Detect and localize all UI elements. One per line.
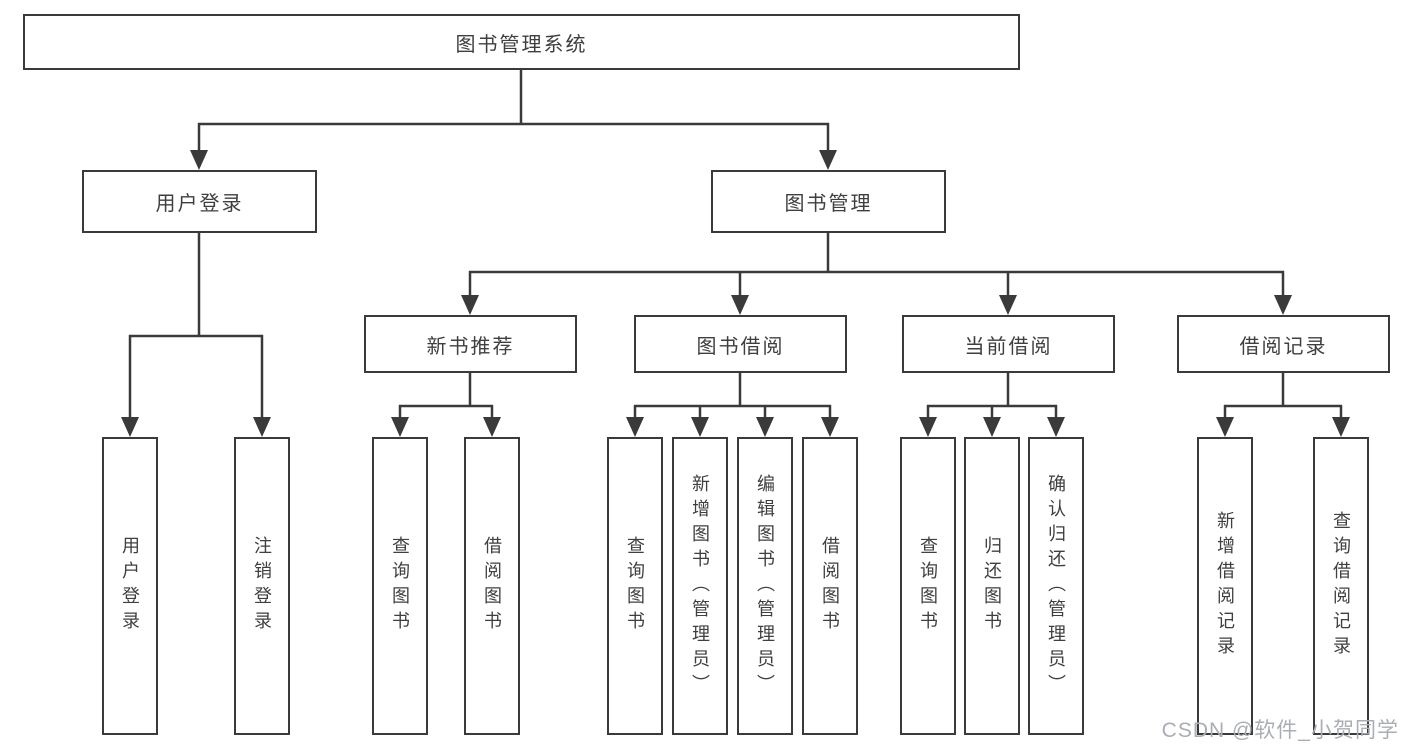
- node-label: 编辑图书（管理员）: [755, 473, 775, 699]
- node-user-login: 用户登录: [82, 170, 317, 233]
- node-current-borrowing: 当前借阅: [902, 315, 1115, 373]
- node-label: 查询借阅记录: [1331, 511, 1351, 661]
- node-label: 查询图书: [918, 536, 938, 636]
- node-label: 借阅记录: [1239, 335, 1328, 358]
- leaf-return-book: 归还图书: [964, 437, 1020, 735]
- leaf-logout: 注销登录: [234, 437, 290, 735]
- node-borrowing-records: 借阅记录: [1177, 315, 1390, 373]
- leaf-borrow-books: 借阅图书: [802, 437, 858, 735]
- leaf-edit-book-admin: 编辑图书（管理员）: [737, 437, 793, 735]
- leaf-query-books-recommend: 查询图书: [372, 437, 428, 735]
- leaf-add-borrow-record: 新增借阅记录: [1197, 437, 1253, 735]
- node-label: 图书借阅: [696, 335, 785, 358]
- leaf-confirm-return-admin: 确认归还（管理员）: [1028, 437, 1084, 735]
- node-label: 借阅图书: [482, 536, 502, 636]
- node-label: 归还图书: [982, 536, 1002, 636]
- leaf-add-book-admin: 新增图书（管理员）: [672, 437, 728, 735]
- node-label: 图书管理: [784, 193, 873, 215]
- node-label: 用户登录: [120, 536, 140, 636]
- node-label: 查询图书: [390, 536, 410, 636]
- csdn-watermark: CSDN @软件_小贺同学: [1161, 719, 1399, 742]
- node-book-borrowing: 图书借阅: [634, 315, 847, 373]
- leaf-user-login: 用户登录: [102, 437, 158, 735]
- leaf-borrow-books-recommend: 借阅图书: [464, 437, 520, 735]
- node-label: 确认归还（管理员）: [1046, 473, 1066, 699]
- node-book-management: 图书管理: [711, 170, 946, 233]
- leaf-query-books-borrowing: 查询图书: [607, 437, 663, 735]
- node-label: 图书管理系统: [455, 33, 588, 56]
- leaf-query-borrow-record: 查询借阅记录: [1313, 437, 1369, 735]
- node-label: 新增借阅记录: [1215, 511, 1235, 661]
- node-label: 新增图书（管理员）: [690, 473, 710, 699]
- node-label: 注销登录: [252, 536, 272, 636]
- node-label: 用户登录: [155, 193, 244, 215]
- leaf-query-books-current: 查询图书: [900, 437, 956, 735]
- node-label: 查询图书: [625, 536, 645, 636]
- node-label: 借阅图书: [820, 536, 840, 636]
- node-library-management-system: 图书管理系统: [23, 14, 1020, 70]
- node-label: 新书推荐: [426, 335, 515, 358]
- node-new-book-recommendation: 新书推荐: [364, 315, 577, 373]
- node-label: 当前借阅: [964, 335, 1053, 358]
